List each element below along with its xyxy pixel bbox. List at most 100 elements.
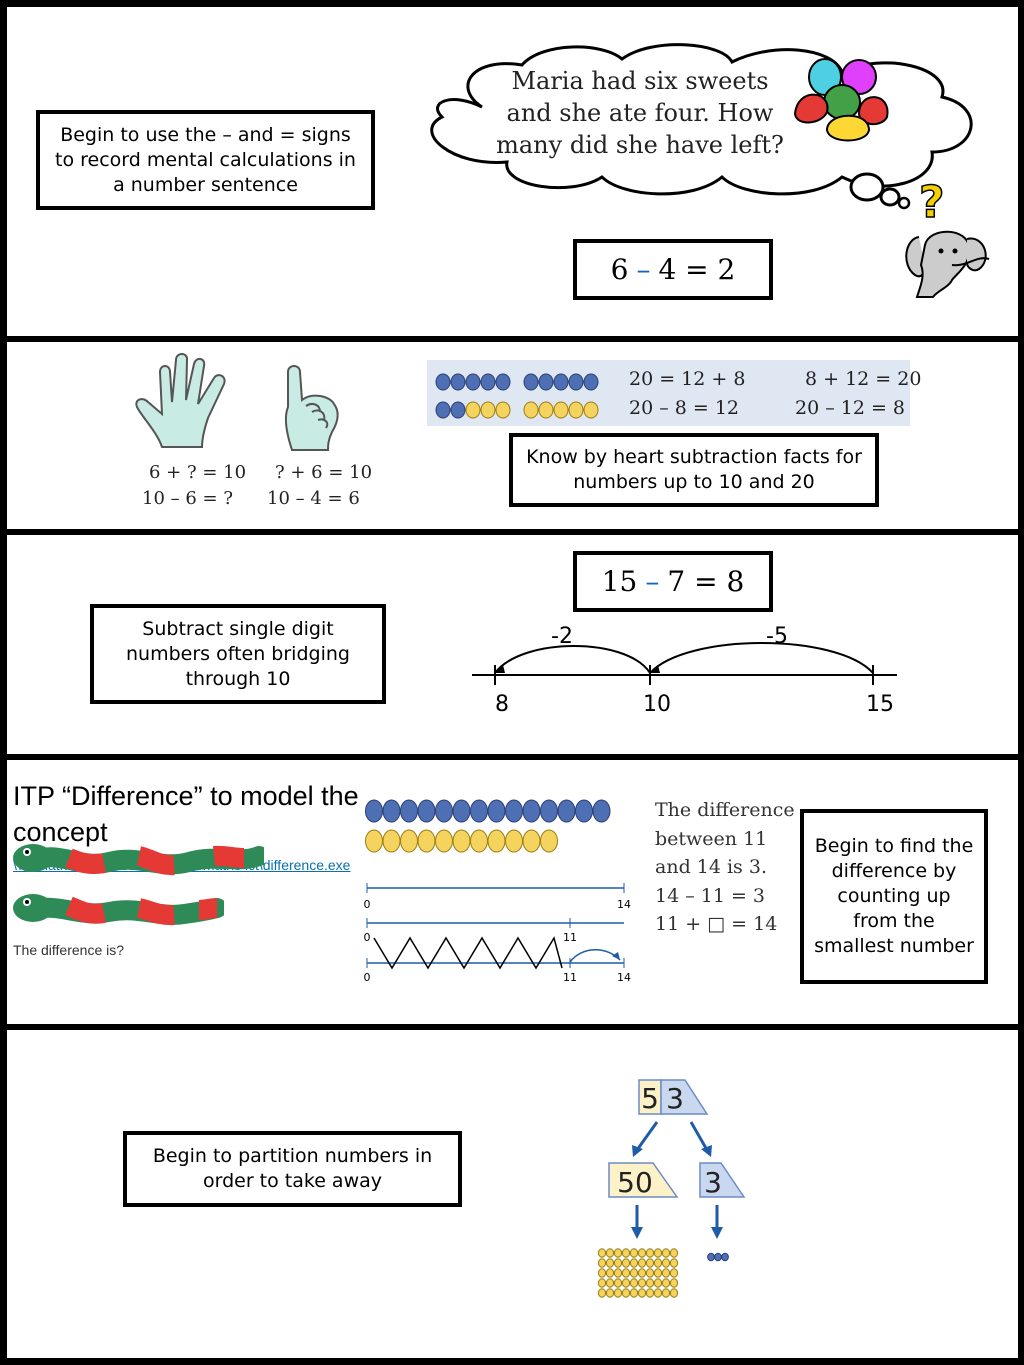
question-mark: ? [918,176,945,229]
bead [621,1258,631,1268]
jump-label-5: -5 [766,624,788,649]
bead [661,1268,671,1278]
bead [465,373,481,391]
bead [669,1278,679,1288]
ones-part: 3 [704,1166,722,1199]
bead [613,1268,623,1278]
bead [637,1268,647,1278]
bead-fact-3: 20 – 8 = 12 [629,397,740,419]
bead [629,1288,639,1298]
bead [450,401,466,419]
bead [417,829,436,853]
bead [605,1258,615,1268]
bead [522,799,541,823]
number-line: -2 -5 8 10 15 [472,624,897,717]
difference-explanation: The difference between 11 and 14 is 3. 1… [655,796,795,939]
bead [435,401,451,419]
difference-number-lines: 0 14 0 11 0 11 14 [364,883,631,984]
bead [505,829,523,853]
bead [645,1278,655,1288]
bead [557,799,576,823]
eq1-right: 4 = 2 [658,253,736,286]
bead [613,1288,623,1298]
bead [382,799,401,823]
bead [452,829,471,853]
section-signs: Begin to use the – and = signs to record… [7,7,1018,336]
bead [365,829,383,853]
bead [629,1248,639,1258]
difference-beads [365,799,611,853]
bridging-label: Subtract single digit numbers often brid… [126,617,350,690]
bead [400,829,418,853]
diff-line-3: and 14 is 3. [655,856,767,878]
signs-label-box: Begin to use the – and = signs to record… [36,110,375,210]
section-partition: Begin to partition numbers in order to t… [7,1030,1018,1358]
bead [629,1258,639,1268]
bead [637,1288,647,1298]
bead-fact-4: 20 – 12 = 8 [795,397,906,419]
hand-fact-1: 6 + ? = 10 [149,462,247,483]
bead [653,1278,663,1288]
tens-digit: 5 [641,1082,659,1115]
bead [568,401,584,419]
bead [480,401,496,419]
hand-fact-3: 10 – 6 = ? [142,488,233,509]
bead [597,1288,607,1298]
bead [621,1268,631,1278]
bead-fact-2: 8 + 12 = 20 [805,368,922,390]
elephant-icon [905,230,990,298]
bead [645,1268,655,1278]
bead [661,1288,671,1298]
bead [465,401,481,419]
bead [637,1258,647,1268]
bead [661,1248,671,1258]
bead [435,373,451,391]
bead [621,1288,631,1298]
bead [538,373,554,391]
bead [714,1252,722,1262]
bridging-label-box: Subtract single digit numbers often brid… [90,604,386,704]
tick-label-10: 10 [643,692,671,717]
bead [637,1278,647,1288]
eq1-minus: – [636,253,651,286]
bead [417,799,436,823]
bead [540,829,558,853]
diff-line-1: The difference [655,799,795,821]
bead [495,401,511,419]
hand-fact-2: ? + 6 = 10 [275,462,373,483]
open-hand-icon [135,353,226,448]
difference-label-box: Begin to find the difference by counting… [800,809,988,984]
bead [669,1268,679,1278]
bead-fact-1: 20 = 12 + 8 [629,368,746,390]
bead [597,1248,607,1258]
ones-beads [707,1252,729,1262]
snake-bottom-icon [13,894,224,926]
thought-text: Maria had six sweets and she ate four. H… [496,67,784,159]
facts-label-box: Know by heart subtraction facts for numb… [509,433,879,507]
bead [621,1278,631,1288]
bead [470,829,488,853]
bead [435,799,453,823]
bead [553,401,569,419]
bead [597,1258,607,1268]
facts-label: Know by heart subtraction facts for numb… [526,446,862,493]
partition-label: Begin to partition numbers in order to t… [152,1145,433,1192]
bead [661,1258,671,1268]
partition-label-box: Begin to partition numbers in order to t… [123,1131,462,1207]
eq2-left: 15 [601,565,638,598]
sweets-icon [793,58,889,142]
bead [629,1278,639,1288]
bead [613,1248,623,1258]
bead [645,1288,655,1298]
bead [629,1268,639,1278]
bead [450,373,466,391]
bead [553,373,569,391]
eq1-left: 6 [610,253,629,286]
snake-caption: The difference is? [13,942,125,958]
bead [382,829,401,853]
bead [597,1268,607,1278]
equation-15-7: 15 – 7 = 8 [573,551,773,612]
difference-label: Begin to find the difference by counting… [814,835,974,957]
bead [487,799,506,823]
line1-end: 14 [617,898,631,911]
